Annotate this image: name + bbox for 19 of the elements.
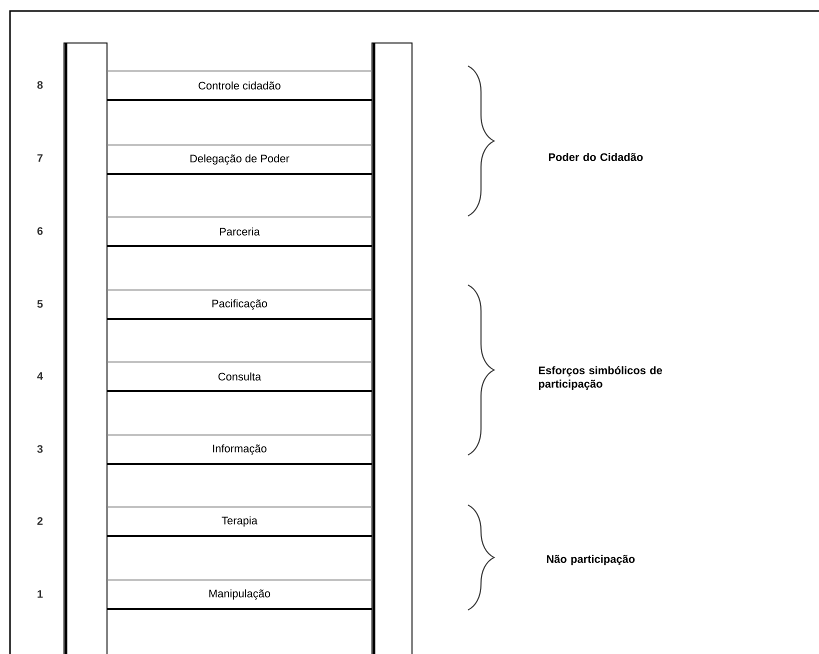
group-label: Esforços simbólicos de participação — [538, 366, 662, 390]
rung-number: 8 — [37, 81, 43, 89]
rung-number: 5 — [37, 300, 43, 308]
ladder-rung: Manipulação — [106, 580, 372, 610]
ladder-rung: Consulta — [106, 362, 372, 392]
rung-number: 1 — [38, 590, 43, 598]
ladder-rung: Pacificação — [106, 290, 372, 320]
ladder-rung: Informação — [106, 434, 372, 465]
ladder-rung: Delegação de Poder — [106, 144, 372, 175]
group-label: Poder do Cidadão — [548, 152, 643, 162]
rung-number: 6 — [37, 227, 43, 235]
ladder-rung: Parceria — [106, 216, 372, 247]
group-label: Não participação — [546, 554, 635, 566]
rung-number: 2 — [37, 517, 43, 525]
rung-number: 4 — [37, 372, 43, 380]
ladder-rung: Terapia — [106, 506, 372, 537]
rung-number: 7 — [37, 154, 43, 162]
ladder-rung: Controle cidadão — [106, 70, 372, 101]
rung-number: 3 — [37, 445, 43, 453]
